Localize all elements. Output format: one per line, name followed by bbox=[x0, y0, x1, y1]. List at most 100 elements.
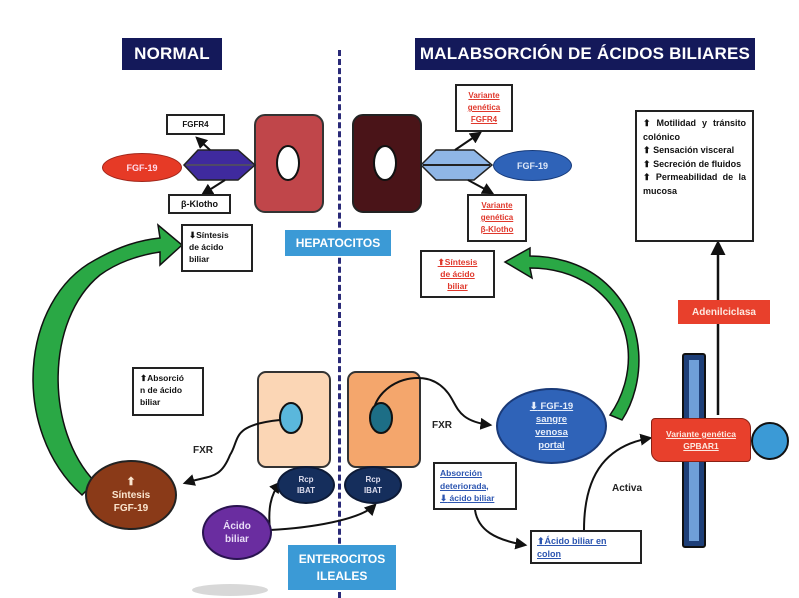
variante-fgfr4-line2: genética bbox=[467, 103, 501, 112]
arrow-up-icon: ⬆ bbox=[537, 536, 545, 546]
box-acido-colon: ⬆Ácido biliar en colon bbox=[530, 530, 642, 564]
enterocyte-malabsorption bbox=[347, 371, 421, 468]
effect-text: Sensación visceral bbox=[653, 145, 735, 155]
activa-label: Activa bbox=[612, 483, 643, 494]
sintesis-normal-line1: Síntesis bbox=[196, 230, 229, 240]
variante-gpbar1-line1: Variante genética bbox=[666, 429, 736, 439]
arrow-up-icon: ⬆ bbox=[126, 475, 136, 488]
title-malabsorption: MALABSORCIÓN DE ÁCIDOS BILIARES bbox=[415, 38, 755, 70]
effect-item: ⬆ Permeabilidad de la mucosa bbox=[643, 171, 746, 198]
rcp-ibat-normal: Rcp IBAT bbox=[277, 466, 335, 504]
sintesis-malabs-line2: de ácido bbox=[440, 269, 475, 279]
arrow-up-icon: ⬆ bbox=[643, 118, 651, 128]
fgf19-normal-text: FGF-19 bbox=[126, 162, 158, 173]
fgf19-malabsorption: FGF-19 bbox=[493, 150, 572, 181]
variante-gpbar1-line2: GPBAR1 bbox=[683, 441, 719, 451]
sintesis-normal-line3: biliar bbox=[189, 254, 210, 264]
arrow-up-icon: ⬆ bbox=[437, 257, 445, 267]
acido-biliar-node: Ácido biliar bbox=[202, 505, 272, 560]
effect-text: Permeabilidad de la mucosa bbox=[643, 172, 746, 196]
label-hepatocitos: HEPATOCITOS bbox=[285, 230, 391, 256]
fgf19-sangre-portal-node: ⬇ FGF-19 sangre venosa portal bbox=[496, 388, 607, 464]
fxr-arrow-malabsorption bbox=[374, 376, 493, 430]
box-bklotho: β-Klotho bbox=[168, 194, 231, 214]
absorcion-det-line3: ácido biliar bbox=[449, 493, 495, 503]
absorcion-normal-line2: n de ácido bbox=[140, 385, 183, 395]
fgf19-malabs-text: FGF-19 bbox=[516, 160, 548, 171]
acido-line2: biliar bbox=[225, 533, 249, 545]
box-effects: ⬆ Motilidad y tránsito colónico ⬆ Sensac… bbox=[635, 110, 754, 242]
effect-text: Secreción de fluidos bbox=[653, 158, 742, 169]
variante-bklotho-line2: genética bbox=[480, 213, 514, 222]
variante-bklotho-line1: Variante bbox=[481, 201, 513, 210]
rcp-normal-line2: IBAT bbox=[296, 486, 316, 495]
label-hepatocitos-text: HEPATOCITOS bbox=[295, 236, 381, 250]
box-variante-fgfr4: Variante genética FGFR4 bbox=[455, 84, 513, 132]
fgf-sangre-line1: FGF-19 bbox=[540, 401, 574, 412]
title-malabsorption-text: MALABSORCIÓN DE ÁCIDOS BILIARES bbox=[419, 44, 751, 63]
title-normal: NORMAL bbox=[122, 38, 222, 70]
adenilciclasa-label: Adenilciclasa bbox=[678, 300, 770, 324]
green-feedback-arrow-normal bbox=[32, 223, 184, 497]
rcp-malabs-line2: IBAT bbox=[363, 486, 383, 495]
shadow bbox=[192, 584, 268, 596]
rcp-malabs-line1: Rcp bbox=[365, 475, 381, 484]
variante-bklotho-line3: β-Klotho bbox=[480, 225, 514, 234]
acido-colon-line2: colon bbox=[537, 549, 561, 559]
arrow-down-icon: ⬇ bbox=[440, 493, 448, 503]
bklotho-text: β-Klotho bbox=[181, 198, 218, 209]
absorcion-to-colon-arrow bbox=[474, 509, 528, 550]
center-divider bbox=[338, 50, 341, 598]
fgf19-normal: FGF-19 bbox=[102, 153, 182, 182]
label-enterocitos-line2: ILEALES bbox=[316, 568, 368, 583]
arrow-up-icon: ⬆ bbox=[643, 145, 651, 155]
fgf-sangre-line3: venosa bbox=[535, 427, 568, 438]
sintesis-normal-line2: de ácido bbox=[189, 242, 224, 252]
fgf-sangre-line2: sangre bbox=[535, 414, 568, 425]
box-fgfr4: FGFR4 bbox=[166, 114, 225, 135]
green-feedback-arrow-malabsorption bbox=[503, 246, 640, 421]
arrow-down-icon: ⬇ bbox=[189, 230, 197, 240]
box-sintesis-normal: ⬇Síntesis de ácido biliar bbox=[181, 224, 253, 272]
receptor-complex-normal bbox=[182, 136, 257, 196]
arrow-down-icon: ⬇ bbox=[529, 401, 538, 412]
gpbar1-ligand-circle bbox=[751, 422, 789, 460]
title-normal-text: NORMAL bbox=[134, 44, 210, 63]
box-absorcion-deteriorada: Absorción deteriorada, ⬇ ácido biliar bbox=[433, 462, 517, 510]
absorcion-det-line1: Absorción bbox=[440, 468, 483, 478]
adenilciclasa-text: Adenilciclasa bbox=[692, 306, 756, 318]
box-absorcion-normal: ⬆Absorció n de ácido biliar bbox=[132, 367, 204, 416]
effect-item: ⬆ Motilidad y tránsito colónico bbox=[643, 117, 746, 144]
fgf-sangre-line4: portal bbox=[538, 440, 565, 451]
absorcion-normal-line1: Absorció bbox=[147, 373, 184, 383]
hepatocyte-normal bbox=[254, 114, 324, 213]
absorcion-normal-line3: biliar bbox=[140, 397, 161, 407]
fxr-label-normal: FXR bbox=[193, 445, 213, 456]
arrow-up-icon: ⬆ bbox=[140, 373, 148, 383]
activa-arrow bbox=[583, 433, 653, 531]
sintesis-fgf19-node: ⬆ Síntesis FGF-19 bbox=[85, 460, 177, 530]
sintesis-fgf-line2: FGF-19 bbox=[113, 502, 149, 514]
enterocyte-normal bbox=[257, 371, 331, 468]
arrow-up-icon: ⬆ bbox=[643, 158, 651, 169]
effect-text: Motilidad y tránsito colónico bbox=[643, 118, 746, 142]
effect-item: ⬆ Sensación visceral bbox=[643, 144, 746, 158]
variante-fgfr4-line3: FGFR4 bbox=[470, 115, 498, 124]
sintesis-fgf-line1: Síntesis bbox=[111, 489, 151, 501]
absorcion-det-line2: deteriorada, bbox=[440, 480, 489, 491]
acido-to-rcp-malabs-arrow bbox=[269, 503, 377, 531]
hepatocyte-malabsorption bbox=[352, 114, 422, 213]
fgfr4-text: FGFR4 bbox=[182, 120, 209, 129]
acido-colon-line1: Ácido biliar en bbox=[544, 536, 607, 546]
box-variante-bklotho: Variante genética β-Klotho bbox=[467, 194, 527, 242]
rcp-ibat-malabsorption: Rcp IBAT bbox=[344, 466, 402, 504]
effect-item: ⬆ Secreción de fluidos bbox=[643, 158, 746, 172]
box-sintesis-malabsorption: ⬆Síntesis de ácido biliar bbox=[420, 250, 495, 298]
receptor-complex-malabsorption bbox=[419, 131, 495, 195]
rcp-normal-line1: Rcp bbox=[298, 475, 314, 484]
sintesis-malabs-line1: Síntesis bbox=[444, 257, 478, 267]
fxr-label-malabsorption: FXR bbox=[432, 420, 452, 431]
variante-gpbar1-node: Variante genética GPBAR1 bbox=[651, 418, 751, 462]
sintesis-malabs-line3: biliar bbox=[447, 281, 468, 291]
